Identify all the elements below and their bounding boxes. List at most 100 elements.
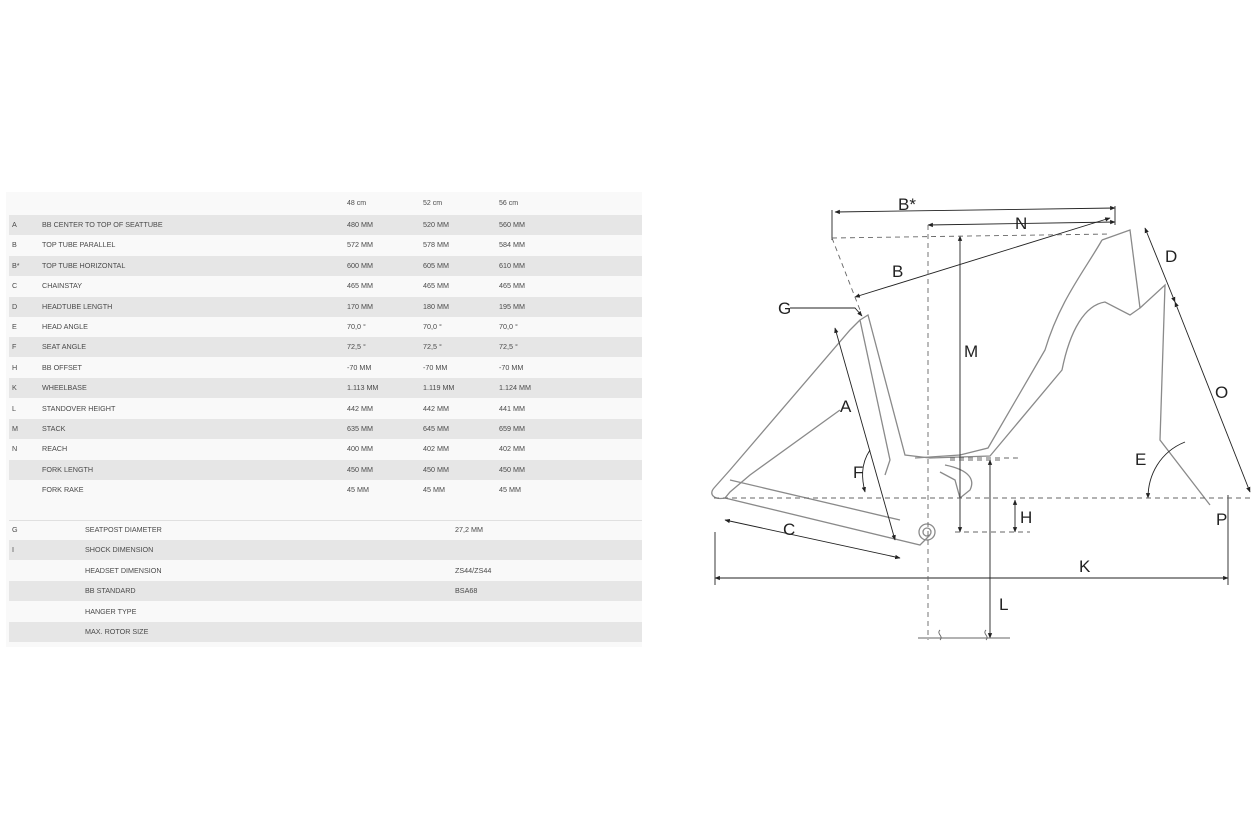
row-value-48: 600 MM [347, 260, 373, 270]
row-value-48: 72,5 ° [347, 342, 366, 352]
table-row: MAX. ROTOR SIZE [9, 622, 642, 642]
label-f: F [853, 463, 863, 482]
row-code: H [12, 362, 18, 372]
row-value-52: 180 MM [423, 301, 449, 311]
row-value-48: -70 MM [347, 362, 372, 372]
row-value-56: 72,5 ° [499, 342, 518, 352]
row-value-56: 45 MM [499, 485, 521, 495]
table-row: F SEAT ANGLE 72,5 ° 72,5 ° 72,5 ° [9, 337, 642, 358]
row-value-48: 442 MM [347, 403, 373, 413]
row-code: G [12, 525, 18, 534]
label-p: P [1216, 510, 1227, 529]
dimension-lines [714, 205, 1251, 639]
label-h: H [1020, 508, 1032, 527]
row-code: F [12, 342, 17, 352]
label-n: N [1015, 214, 1027, 233]
label-m: M [964, 342, 978, 361]
label-d: D [1165, 247, 1177, 266]
row-value-52: 45 MM [423, 485, 445, 495]
size-header-48: 48 cm [347, 200, 367, 207]
label-b: B [892, 262, 903, 281]
row-code: B* [12, 260, 20, 270]
table-separator [9, 520, 642, 521]
size-header-56: 56 cm [499, 200, 519, 207]
row-label: SEAT ANGLE [42, 342, 87, 352]
row-value-56: 450 MM [499, 464, 525, 474]
row-label: SEATPOST DIAMETER [85, 525, 162, 534]
row-value-56: 70,0 ° [499, 322, 518, 331]
row-label: HEADTUBE LENGTH [42, 301, 113, 311]
row-value-48: 1.113 MM [347, 383, 379, 393]
row-label: FORK RAKE [42, 485, 84, 495]
row-value-52: 578 MM [423, 240, 449, 250]
row-value-48: 170 MM [347, 301, 373, 311]
label-a: A [840, 397, 852, 416]
geometry-table-panel: 48 cm 52 cm 56 cm A BB CENTER TO TOP OF S… [6, 192, 642, 647]
row-value-52: 465 MM [423, 281, 449, 291]
row-label: HANGER TYPE [85, 606, 137, 616]
row-value-52: 70,0 ° [423, 322, 442, 331]
row-label: FORK LENGTH [42, 464, 94, 474]
row-value: BSA68 [455, 586, 478, 596]
row-label: STACK [42, 424, 66, 433]
row-label: REACH [42, 444, 68, 454]
row-value: 27,2 MM [455, 525, 483, 534]
label-l: L [999, 595, 1008, 614]
row-label: STANDOVER HEIGHT [42, 403, 116, 413]
row-value-52: 72,5 ° [423, 342, 442, 352]
table-row: D HEADTUBE LENGTH 170 MM 180 MM 195 MM [9, 296, 642, 317]
row-code: L [12, 403, 16, 413]
dimension-labels: B* N B D G M A O F E H P C K L [778, 195, 1228, 614]
table-row: I SHOCK DIMENSION [9, 540, 642, 561]
row-code: A [12, 220, 17, 229]
row-value-56: 195 MM [499, 301, 525, 311]
row-code: C [12, 281, 18, 291]
row-value-52: -70 MM [423, 362, 448, 372]
row-value-48: 450 MM [347, 464, 373, 474]
row-value-56: 465 MM [499, 281, 525, 291]
row-label: HEAD ANGLE [42, 322, 88, 331]
frame-geometry-diagram: B* N B D G M A O F E H P C K L [711, 195, 1251, 641]
ground-line [918, 629, 1010, 641]
table-row: G SEATPOST DIAMETER 27,2 MM [9, 520, 642, 540]
row-label: TOP TUBE HORIZONTAL [42, 260, 126, 270]
row-label: TOP TUBE PARALLEL [42, 240, 116, 250]
row-value-52: 442 MM [423, 403, 449, 413]
row-label: SHOCK DIMENSION [85, 545, 154, 555]
row-value-48: 70,0 ° [347, 322, 366, 331]
row-value-52: 1.119 MM [423, 383, 455, 393]
row-value-56: 584 MM [499, 240, 525, 250]
label-o: O [1215, 383, 1228, 402]
row-code: I [12, 545, 14, 555]
row-label: WHEELBASE [42, 383, 87, 393]
label-k: K [1079, 557, 1091, 576]
row-code: N [12, 444, 18, 454]
row-code: K [12, 383, 17, 393]
row-value-48: 572 MM [347, 240, 373, 250]
label-g: G [778, 299, 791, 318]
row-value-56: 402 MM [499, 444, 525, 454]
row-label: BB OFFSET [42, 362, 82, 372]
row-code: D [12, 301, 18, 311]
row-value-52: 450 MM [423, 464, 449, 474]
label-c: C [783, 520, 795, 539]
row-code: M [12, 424, 18, 433]
row-label: BB CENTER TO TOP OF SEATTUBE [42, 220, 163, 229]
label-e: E [1135, 450, 1146, 469]
table-row: HANGER TYPE [9, 602, 642, 622]
reference-lines [714, 225, 1250, 640]
row-value: ZS44/ZS44 [455, 565, 492, 575]
row-value-56: 659 MM [499, 424, 525, 433]
size-header-52: 52 cm [423, 200, 443, 207]
